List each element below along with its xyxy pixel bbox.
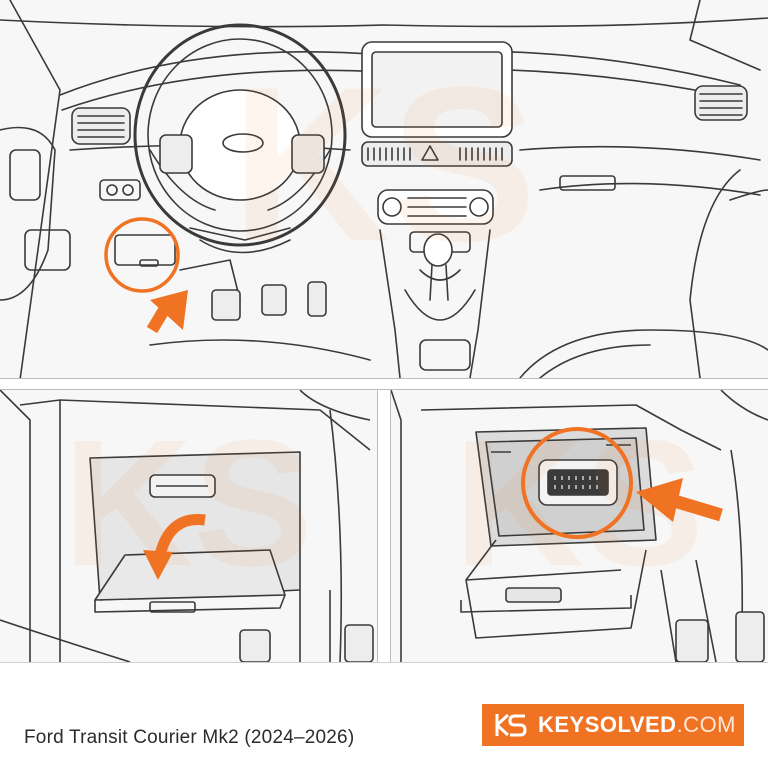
cover-panel-closeup: KS (0, 390, 377, 662)
arrow-up-right-icon (146, 290, 188, 334)
horizontal-divider (0, 378, 768, 390)
watermark-logo: KS (63, 403, 313, 604)
vehicle-caption: Ford Transit Courier Mk2 (2024–2026) (24, 727, 355, 748)
watermark-logo: KS (231, 41, 537, 287)
brand-badge: KEYSOLVED .COM (482, 704, 744, 746)
cover-illustration: KS (0, 390, 374, 662)
brand-name: KEYSOLVED (538, 712, 677, 737)
logo-icon (495, 713, 527, 737)
highlight-circle (104, 217, 180, 293)
brand-domain: .COM (676, 712, 737, 737)
dashboard-overview-panel: KS (0, 0, 768, 378)
curved-arrow-icon (143, 513, 206, 580)
arrow-left-icon (636, 478, 723, 522)
dashboard-illustration: KS (0, 0, 768, 378)
highlight-circle (521, 427, 633, 539)
obd-illustration: KS (391, 390, 768, 662)
footer-divider (0, 662, 768, 663)
vertical-divider (377, 390, 391, 662)
obd-port-closeup: KS (391, 390, 768, 662)
